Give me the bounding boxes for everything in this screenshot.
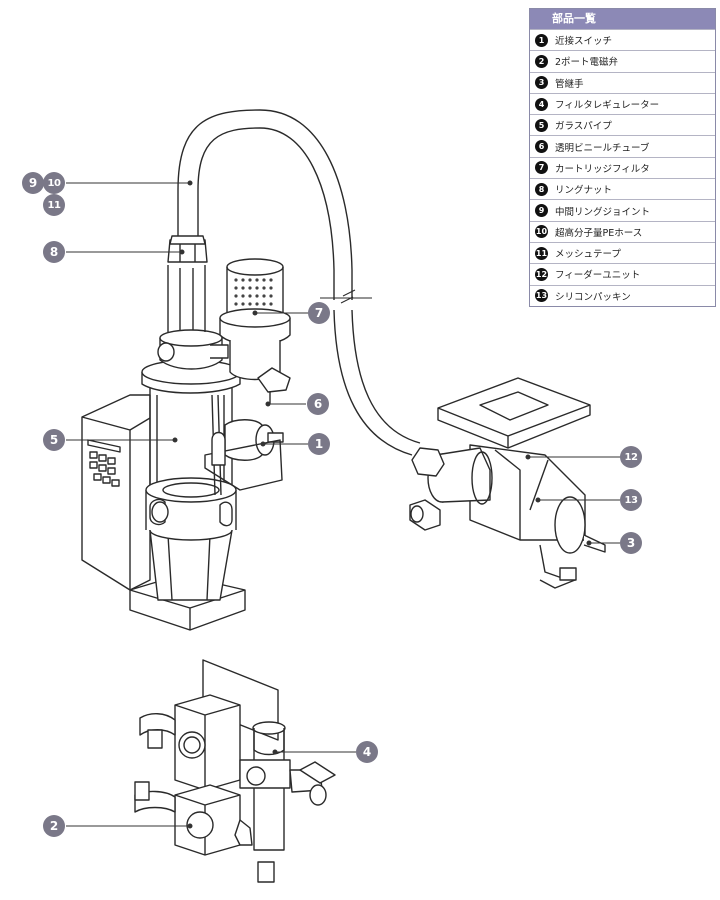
item-label: 超高分子量PEホース <box>555 227 643 239</box>
parts-list-item: 12 フィーダーユニット <box>530 263 715 284</box>
callout-12: 12 <box>620 446 642 468</box>
item-number-badge: 7 <box>535 161 548 175</box>
callout-4: 4 <box>356 741 378 763</box>
pe-hose <box>177 109 421 456</box>
parts-list-item: 13 シリコンパッキン <box>530 284 715 306</box>
callout-7: 7 <box>308 302 330 324</box>
item-label: フィーダーユニット <box>555 270 641 282</box>
item-number-badge: 4 <box>535 97 548 111</box>
item-label: メッシュテープ <box>555 249 621 261</box>
callout-9: 9 <box>22 172 44 194</box>
valve-assembly <box>134 659 336 883</box>
item-number-badge: 5 <box>535 118 548 132</box>
parts-list-title: 部品一覧 <box>530 9 715 29</box>
glass-pipe-unit <box>81 235 284 631</box>
callout-13: 13 <box>620 489 642 511</box>
callout-1: 1 <box>308 433 330 455</box>
item-label: 近接スイッチ <box>555 36 613 48</box>
item-number-badge: 2 <box>535 54 548 68</box>
item-number-badge: 11 <box>535 246 548 260</box>
parts-list-item: 1 近接スイッチ <box>530 29 715 50</box>
item-label: ガラスパイプ <box>555 121 612 133</box>
item-label: 中間リングジョイント <box>555 206 651 218</box>
callout-10: 10 <box>43 172 65 194</box>
parts-list-item: 4 フィルタレギュレーター <box>530 92 715 114</box>
parts-list-item: 7 カートリッジフィルタ <box>530 156 715 178</box>
item-label: シリコンパッキン <box>555 291 631 303</box>
parts-list-item: 2 2ポート電磁弁 <box>530 50 715 71</box>
callout-8: 8 <box>43 241 65 263</box>
item-label: リングナット <box>555 185 613 197</box>
item-label: 透明ビニールチューブ <box>555 142 650 154</box>
parts-list-item: 10 超高分子量PEホース <box>530 220 715 242</box>
parts-list-item: 3 管継手 <box>530 71 715 93</box>
parts-list-item: 5 ガラスパイプ <box>530 114 715 135</box>
callout-11: 11 <box>43 194 65 216</box>
callout-5: 5 <box>43 429 65 451</box>
callout-6: 6 <box>307 393 329 415</box>
parts-list-item: 11 メッシュテープ <box>530 241 715 263</box>
item-number-badge: 1 <box>535 33 548 47</box>
item-number-badge: 8 <box>535 182 548 196</box>
item-label: カートリッジフィルタ <box>555 163 650 175</box>
feeder-unit <box>409 377 606 589</box>
item-label: 管継手 <box>555 78 584 90</box>
item-number-badge: 10 <box>535 225 548 239</box>
item-label: フィルタレギュレーター <box>555 100 660 112</box>
callout-2: 2 <box>43 815 65 837</box>
parts-list-item: 6 透明ビニールチューブ <box>530 135 715 156</box>
item-number-badge: 6 <box>535 140 548 154</box>
item-label: 2ポート電磁弁 <box>555 57 619 69</box>
cartridge-filter <box>219 258 291 404</box>
parts-list-item: 9 中間リングジョイント <box>530 199 715 220</box>
item-number-badge: 3 <box>535 76 548 90</box>
item-number-badge: 9 <box>535 204 548 218</box>
parts-list-item: 8 リングナット <box>530 178 715 199</box>
callout-3: 3 <box>620 532 642 554</box>
item-number-badge: 12 <box>535 267 548 281</box>
item-number-badge: 13 <box>535 289 548 303</box>
